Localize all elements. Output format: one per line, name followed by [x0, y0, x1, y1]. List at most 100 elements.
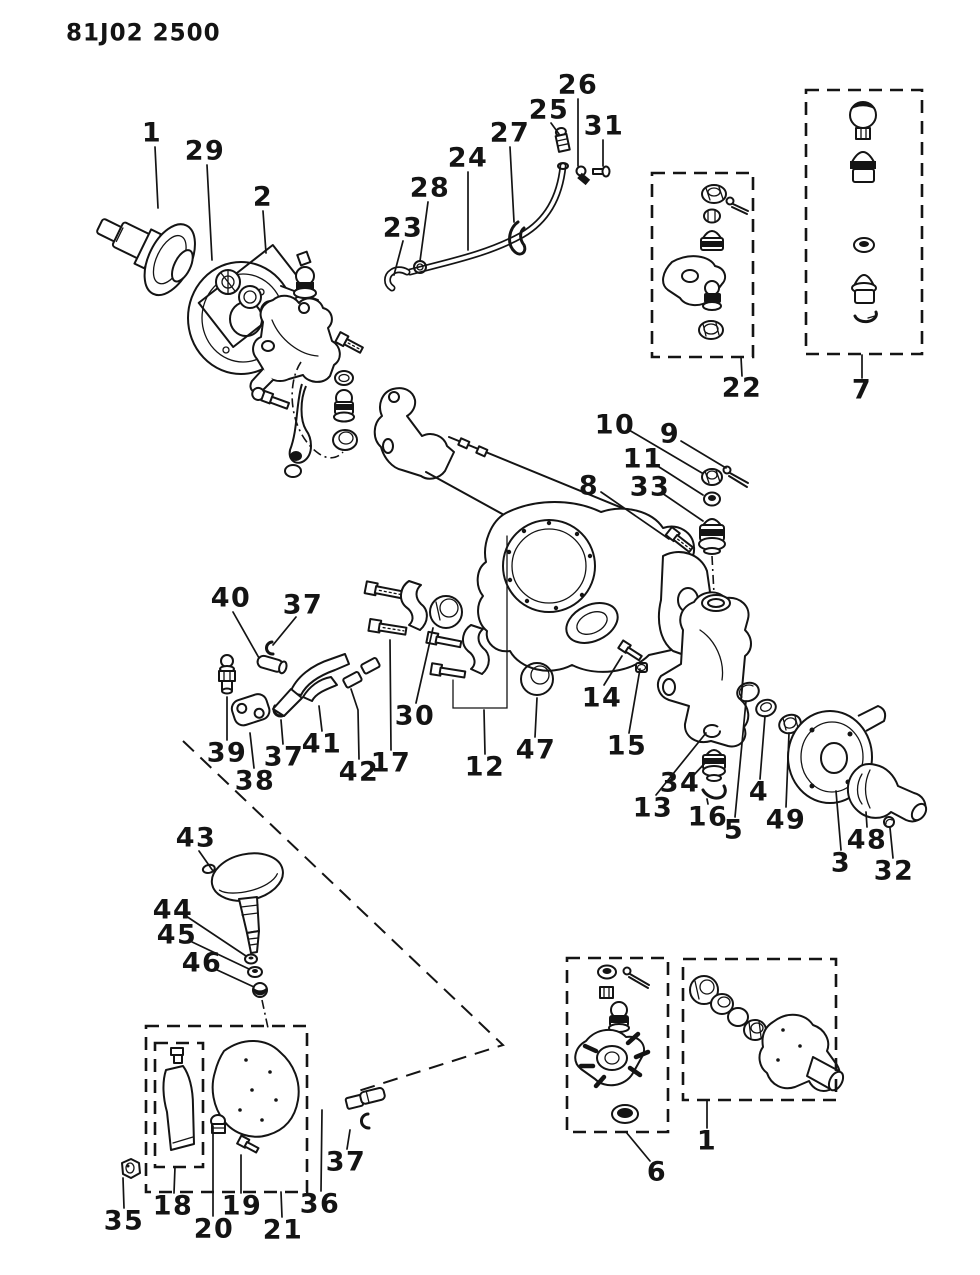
clip-37-top — [265, 640, 275, 656]
callout-13: 13 — [633, 793, 674, 824]
callout-46: 46 — [182, 948, 223, 979]
callout-26: 26 — [558, 70, 599, 101]
leader-line-11 — [655, 464, 704, 496]
leader-line-8 — [600, 491, 670, 540]
kit1-parts — [689, 975, 845, 1092]
leader-line-5 — [734, 700, 747, 818]
leader-line-3 — [835, 790, 842, 851]
leader-line-27 — [509, 146, 515, 223]
callout-42: 42 — [339, 757, 380, 788]
leader-line-40 — [232, 611, 260, 659]
callout-34: 34 — [660, 768, 701, 799]
leader-line-44 — [185, 915, 247, 957]
steering-knuckle-right — [656, 591, 752, 748]
callout-23: 23 — [383, 213, 424, 244]
leader-line-4 — [759, 715, 766, 780]
nut-35 — [121, 1158, 141, 1179]
callout-44: 44 — [153, 895, 194, 926]
snap-ring-13 — [703, 724, 723, 738]
leader-line-32 — [889, 827, 894, 859]
callout-6: 6 — [647, 1157, 667, 1188]
upper-ball-joint-left — [293, 250, 317, 299]
kit22-parts — [662, 184, 749, 340]
callout-48: 48 — [847, 825, 888, 856]
callout-45: 45 — [157, 920, 198, 951]
callout-47: 47 — [516, 735, 557, 766]
callout-5: 5 — [724, 815, 744, 846]
callout-1: 1 — [697, 1126, 717, 1157]
leader-line-33 — [661, 492, 704, 522]
leader-line-47 — [534, 697, 538, 738]
housing-bolt-8 — [664, 526, 694, 554]
bushing-11 — [703, 491, 721, 507]
leader-line-6 — [625, 1131, 651, 1162]
leader-line-22 — [740, 356, 743, 377]
callout-20: 20 — [194, 1214, 235, 1245]
housing-bolt-14 — [617, 639, 643, 662]
knuckle-bolt-lower — [251, 386, 291, 410]
shift-fork-pin-40 — [256, 654, 288, 675]
callout-37: 37 — [326, 1147, 367, 1178]
vacuum-motor-43 — [201, 852, 284, 954]
leader-line-10 — [628, 429, 703, 474]
sealant-tube-18 — [162, 1047, 195, 1151]
cotter-pin-9 — [722, 465, 749, 488]
alignment-line-motor — [261, 999, 269, 1029]
clamp-position-line — [452, 535, 508, 709]
callout-17: 17 — [371, 748, 412, 779]
leader-line-29 — [206, 164, 213, 261]
callout-41: 41 — [302, 729, 343, 760]
bolts-17 — [363, 580, 408, 636]
bushing-4 — [755, 698, 777, 718]
callout-32: 32 — [874, 856, 915, 887]
callout-40: 40 — [211, 583, 252, 614]
callout-1: 1 — [142, 118, 162, 149]
leader-line-25 — [550, 122, 560, 135]
vent-screw — [592, 165, 611, 178]
fork-clips-42 — [342, 657, 381, 689]
callout-24: 24 — [448, 143, 489, 174]
leader-line-15 — [628, 668, 641, 734]
leader-line-36 — [320, 1109, 323, 1192]
leader-line-49 — [785, 732, 790, 808]
spindle-part — [96, 218, 196, 297]
leader-line-28 — [419, 201, 429, 262]
callout-2: 2 — [253, 182, 273, 213]
leader-line-18 — [173, 1166, 176, 1194]
alignment-line-left-knuckle — [291, 361, 344, 459]
callout-7: 7 — [852, 375, 872, 406]
kit-box-disconnect — [144, 1024, 309, 1194]
leader-line-43 — [198, 850, 214, 872]
ball-joint-33 — [698, 518, 726, 555]
leader-line-37 — [280, 719, 284, 745]
reference-lines — [182, 740, 505, 1094]
callout-28: 28 — [410, 173, 451, 204]
callout-16: 16 — [688, 802, 729, 833]
callout-4: 4 — [749, 777, 769, 808]
callout-49: 49 — [766, 805, 807, 836]
figure-code: 81J02 2500 — [66, 19, 221, 47]
axle-shaft-boot-48 — [846, 763, 928, 823]
leader-line-1 — [154, 146, 159, 209]
leader-line-14 — [603, 655, 623, 686]
callout-19: 19 — [222, 1191, 263, 1222]
callout-27: 27 — [490, 118, 531, 149]
knuckle-bolt-upper — [334, 331, 364, 354]
callout-30: 30 — [395, 701, 436, 732]
callout-25: 25 — [529, 95, 570, 126]
callout-36: 36 — [300, 1189, 341, 1220]
washers-44-45-46 — [244, 953, 268, 998]
callout-18: 18 — [153, 1191, 194, 1222]
plug-32 — [883, 816, 895, 828]
tube-clamp-12 — [462, 624, 490, 675]
callout-37: 37 — [264, 742, 305, 773]
clamp-bolts — [425, 630, 467, 679]
leader-line-30 — [415, 627, 434, 704]
housing-nut-15 — [635, 662, 648, 673]
leader-line-37 — [346, 1129, 351, 1150]
callout-12: 12 — [465, 752, 506, 783]
leader-line-38 — [249, 732, 255, 769]
ball-joint-34 — [702, 749, 726, 782]
retainer-ring-16 — [701, 784, 727, 800]
